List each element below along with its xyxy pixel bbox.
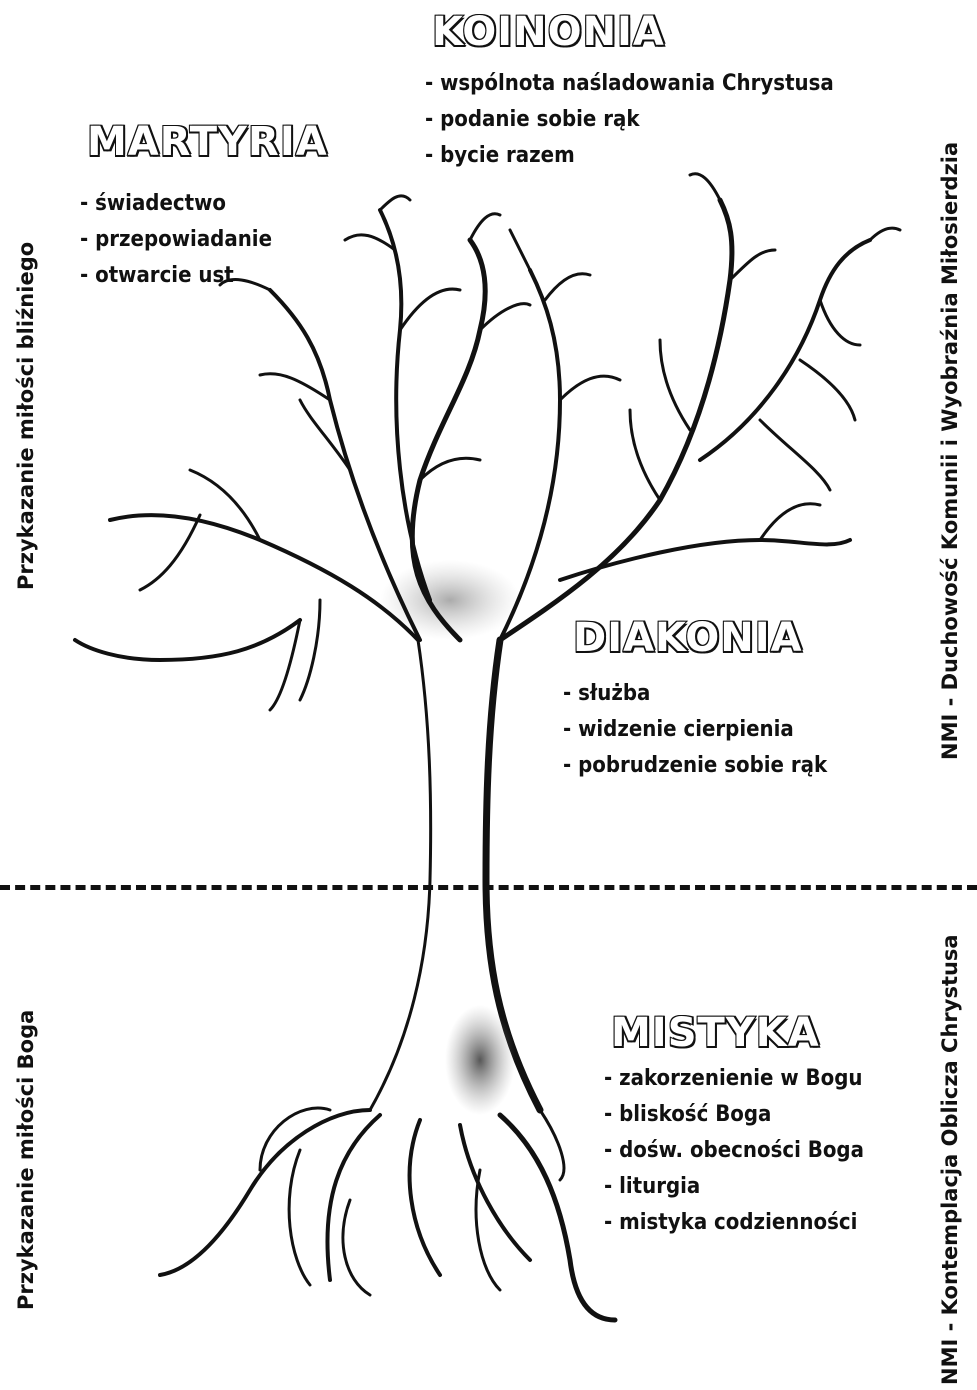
- limb-left-lower: [75, 620, 300, 660]
- mistyka-title: MISTYKA: [611, 1013, 820, 1053]
- martyria-list: świadectwo przepowiadanie otwarcie ust: [80, 186, 272, 294]
- root-10: [289, 1150, 310, 1285]
- koinonia-title: KOINONIA: [432, 12, 665, 52]
- list-item: świadectwo: [80, 186, 272, 222]
- list-item: pobrudzenie sobie rąk: [563, 748, 827, 784]
- list-item: bliskość Boga: [604, 1097, 864, 1133]
- limb-right-far: [700, 240, 870, 460]
- limb-center-left: [380, 210, 430, 600]
- list-item: bycie razem: [425, 138, 834, 174]
- list-item: służba: [563, 676, 827, 712]
- limb-right-main: [560, 540, 850, 580]
- list-item: zakorzenienie w Bogu: [604, 1061, 864, 1097]
- limb-right-up: [500, 200, 732, 640]
- left-bottom-label: Przykazanie miłości Boga: [14, 1010, 38, 1310]
- list-item: wspólnota naśladowania Chrystusa: [425, 66, 834, 102]
- right-top-label: NMI - Duchowość Komunii i Wyobraźnia Mił…: [938, 142, 962, 760]
- list-item: widzenie cierpienia: [563, 712, 827, 748]
- list-item: podanie sobie rąk: [425, 102, 834, 138]
- martyria-title: MARTYRIA: [87, 122, 328, 162]
- root-5: [460, 1125, 530, 1260]
- root-1: [160, 1110, 370, 1275]
- root-4: [410, 1120, 440, 1275]
- list-item: mistyka codzienności: [604, 1205, 864, 1241]
- mistyka-list: zakorzenienie w Bogu bliskość Boga dośw.…: [604, 1061, 864, 1241]
- diakonia-title: DIAKONIA: [573, 618, 803, 658]
- list-item: otwarcie ust: [80, 258, 272, 294]
- root-2: [327, 1115, 380, 1280]
- left-top-label: Przykazanie miłości bliźniego: [14, 242, 38, 590]
- list-item: przepowiadanie: [80, 222, 272, 258]
- list-item: dośw. obecności Boga: [604, 1133, 864, 1169]
- dashed-divider: [0, 885, 977, 890]
- koinonia-list: wspólnota naśladowania Chrystusa podanie…: [425, 66, 834, 174]
- list-item: liturgia: [604, 1169, 864, 1205]
- diakonia-list: służba widzenie cierpienia pobrudzenie s…: [563, 676, 827, 784]
- right-bottom-label: NMI - Kontemplacja Oblicza Chrystusa: [938, 934, 962, 1385]
- root-8: [343, 1200, 370, 1295]
- trunk-left-edge: [370, 640, 431, 1110]
